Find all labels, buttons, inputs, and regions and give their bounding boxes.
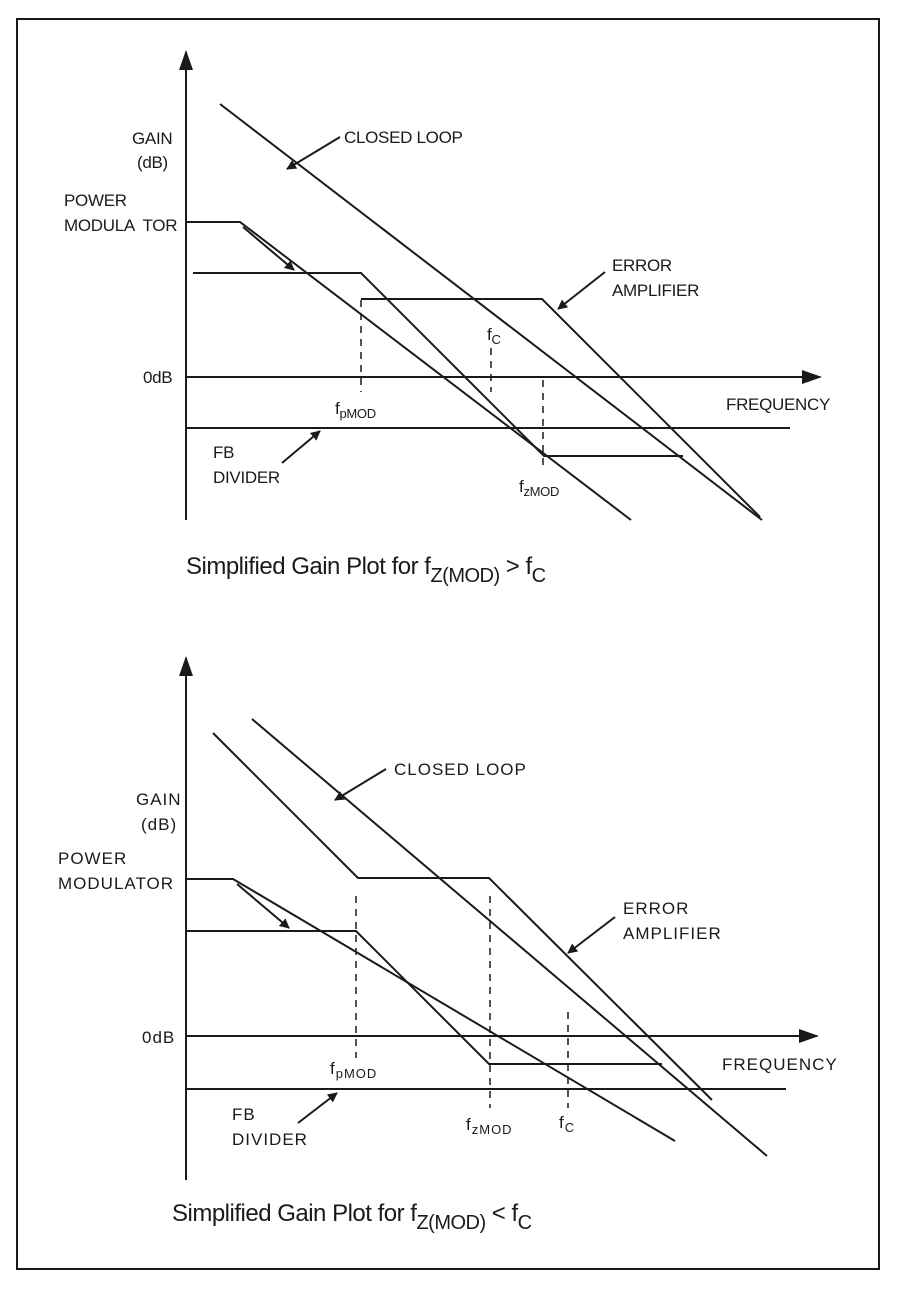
bottom-amplifier-label: AMPLIFIER <box>623 924 722 943</box>
top-power-modulator-line <box>186 221 632 521</box>
top-gain-diagram: GAIN (dB) POWER MODULA TOR CLOSED LOOP E… <box>64 50 830 587</box>
top-frequency-label: FREQUENCY <box>726 395 830 414</box>
bottom-fb-divider-pointer <box>297 1092 338 1124</box>
bottom-modulator-label: MODULATOR <box>58 874 174 893</box>
bottom-power-modulator-line <box>186 878 676 1142</box>
bottom-gain-label: GAIN <box>136 790 182 809</box>
top-closed-loop-label: CLOSED LOOP <box>344 128 463 147</box>
bottom-caption: Simplified Gain Plot for fZ(MOD) < fC <box>172 1200 532 1234</box>
top-power-label: POWER <box>64 191 127 210</box>
bottom-power-label: POWER <box>58 849 127 868</box>
top-fb-divider-pointer <box>281 430 321 464</box>
top-zero-db-label: 0dB <box>143 368 172 387</box>
bottom-power-mod-pointer <box>236 883 290 929</box>
bottom-error-amplifier-peak-line <box>212 732 713 1101</box>
top-error-label: ERROR <box>612 256 672 275</box>
bottom-frequency-label: FREQUENCY <box>722 1055 838 1074</box>
top-closed-loop-pointer <box>286 136 341 170</box>
top-closed-loop-line <box>219 103 763 521</box>
bottom-closed-loop-label: CLOSED LOOP <box>394 760 527 779</box>
top-gain-label: GAIN <box>132 129 172 148</box>
bottom-zero-db-label: 0dB <box>142 1028 175 1047</box>
bottom-gain-unit-label: (dB) <box>141 815 177 834</box>
top-power-mod-pointer <box>242 226 295 271</box>
bottom-gain-diagram: GAIN (dB) POWER MODULATOR CLOSED LOOP ER… <box>58 656 838 1234</box>
bottom-fpmod-label: fpMOD <box>330 1059 377 1081</box>
bottom-closed-loop-pointer <box>334 768 387 801</box>
top-error-amplifier-line <box>193 272 683 457</box>
top-error-amplifier-flat-line <box>361 298 761 518</box>
bottom-fzmod-label: fzMOD <box>466 1115 513 1137</box>
top-caption: Simplified Gain Plot for fZ(MOD) > fC <box>186 553 546 587</box>
top-modulator-label: MODULA TOR <box>64 216 177 235</box>
top-amplifier-label: AMPLIFIER <box>612 281 699 300</box>
top-fc-label: fC <box>487 325 501 347</box>
bottom-fb-label: FB <box>232 1105 256 1124</box>
top-fpmod-label: fpMOD <box>335 399 376 421</box>
figure-frame <box>16 18 880 1270</box>
bottom-error-amp-pointer <box>567 916 616 954</box>
top-fb-label: FB <box>213 443 234 462</box>
bottom-fc-label: fC <box>559 1113 575 1135</box>
bottom-error-label: ERROR <box>623 899 689 918</box>
top-gain-unit-label: (dB) <box>137 153 168 172</box>
bottom-divider-label: DIVIDER <box>232 1130 308 1149</box>
top-divider-label: DIVIDER <box>213 468 280 487</box>
top-error-amp-pointer <box>557 271 606 310</box>
bottom-error-amplifier-line <box>186 930 662 1065</box>
top-fzmod-label: fzMOD <box>519 477 559 499</box>
